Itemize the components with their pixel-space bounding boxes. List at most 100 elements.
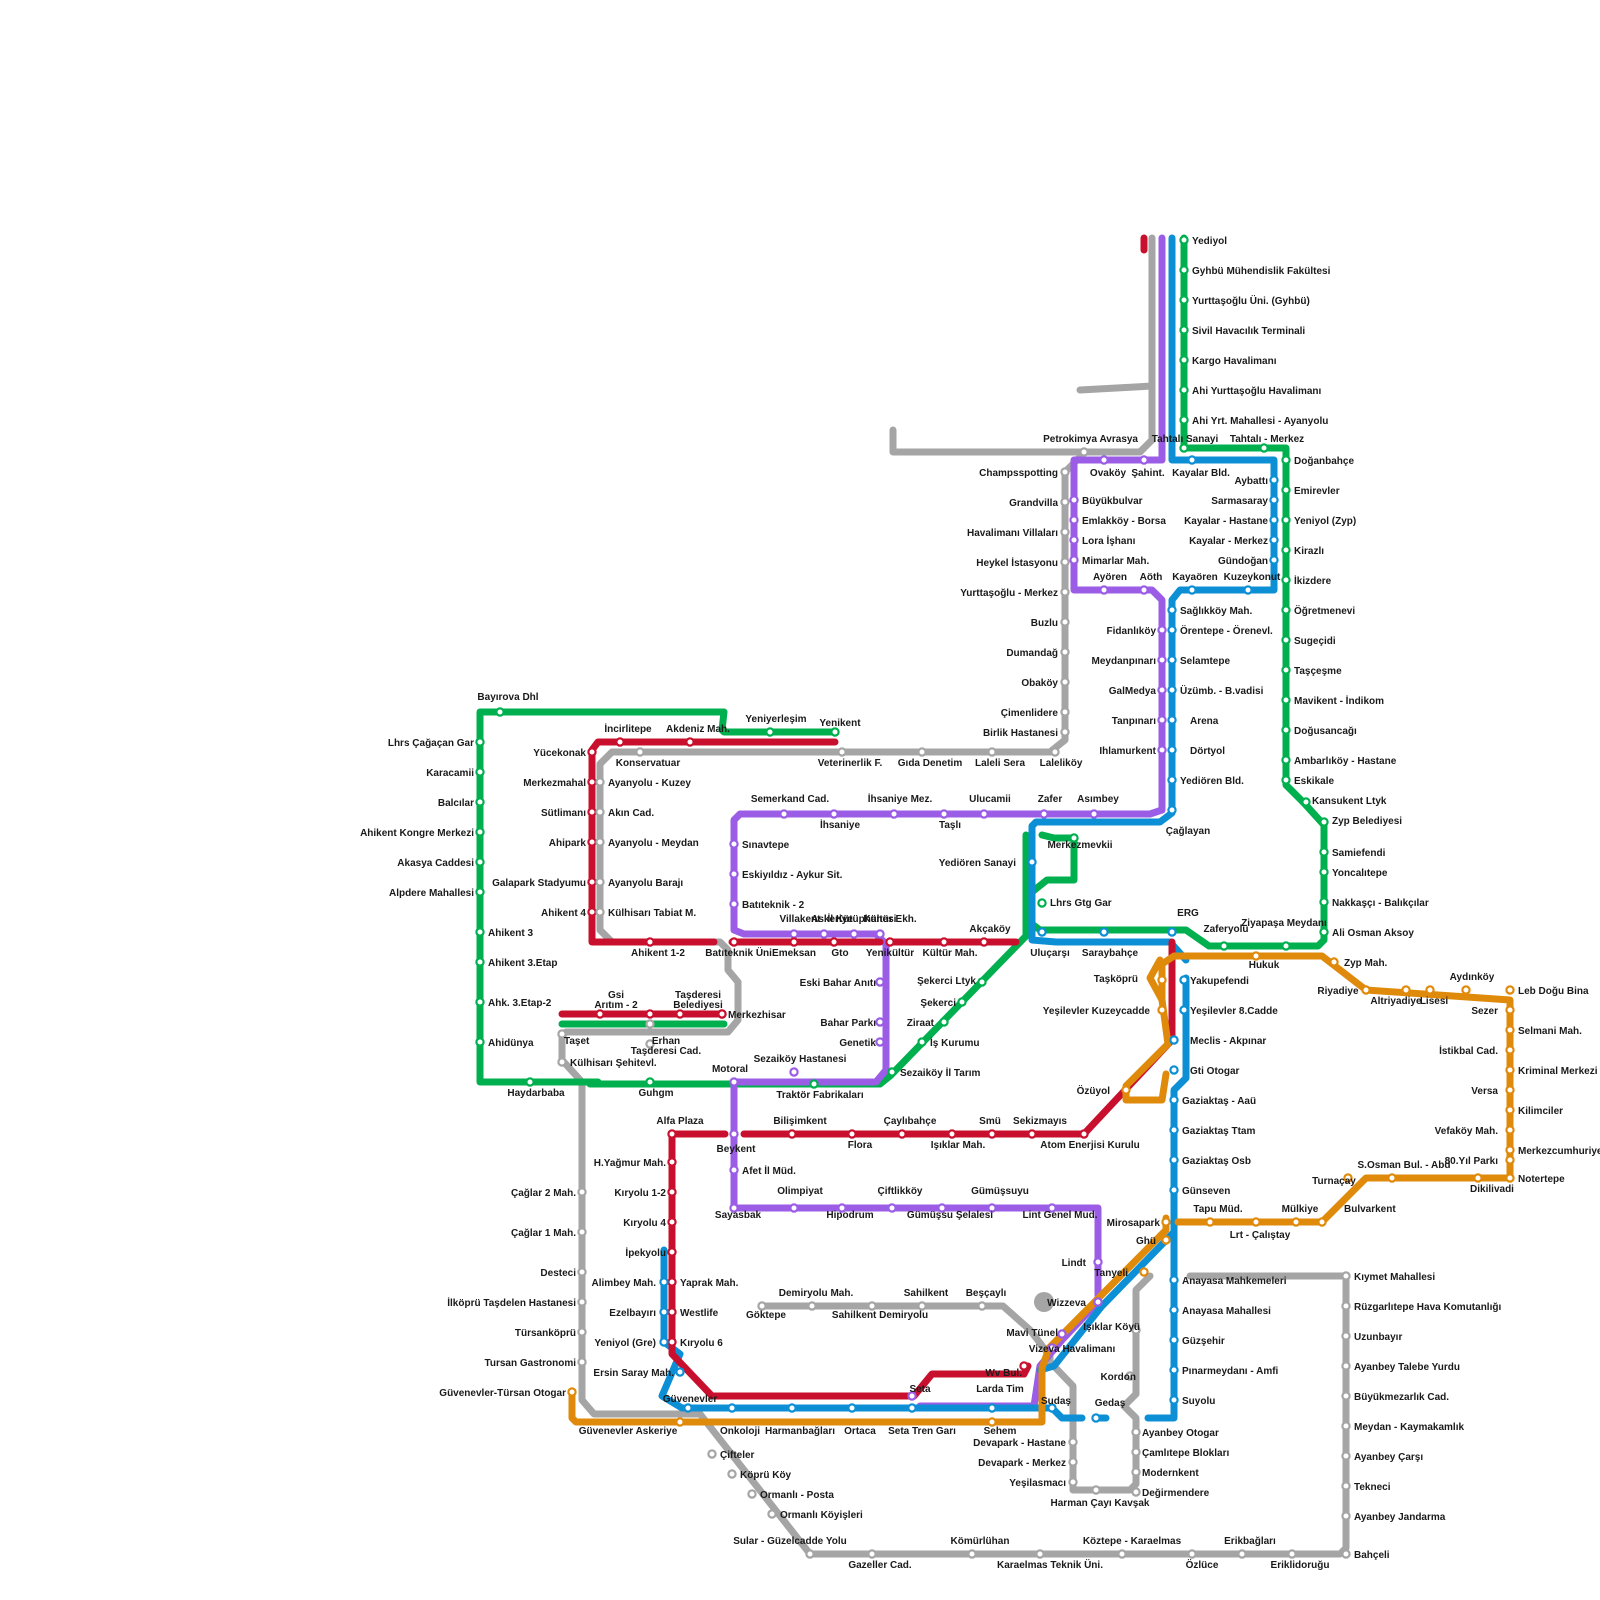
station-marker-flora[interactable] xyxy=(848,1130,855,1137)
station-marker-ayoren[interactable] xyxy=(1100,586,1107,593)
station-marker-sagl-kkoy-mah[interactable] xyxy=(1168,606,1175,613)
station-marker-laleli-sera[interactable] xyxy=(988,748,995,755)
station-marker-ziraat[interactable] xyxy=(940,1018,947,1025)
station-marker-villakent[interactable] xyxy=(790,930,797,937)
station-marker-p-narmeydan-amfi[interactable] xyxy=(1170,1366,1177,1373)
station-marker-ikizdere[interactable] xyxy=(1282,576,1289,583)
station-marker-fidanl-koy[interactable] xyxy=(1158,626,1165,633)
station-marker-selmani-mah[interactable] xyxy=(1506,1026,1513,1033)
station-marker-meclis-akp-nar[interactable] xyxy=(1170,1036,1177,1043)
station-marker-caglar-1-mah[interactable] xyxy=(578,1228,585,1235)
station-marker-sugecidi[interactable] xyxy=(1282,636,1289,643)
station-marker-cifteler[interactable] xyxy=(708,1450,715,1457)
station-marker-ulucars[interactable] xyxy=(1038,928,1045,935)
station-marker-gaziaktas-ttam[interactable] xyxy=(1170,1126,1177,1133)
station-marker-tascesme[interactable] xyxy=(1282,666,1289,673)
station-marker-degirmendere[interactable] xyxy=(1132,1488,1139,1495)
station-marker-zyp-mah[interactable] xyxy=(1330,958,1337,965)
station-marker-tasderesi[interactable] xyxy=(676,1010,683,1017)
station-marker-sekizmay-s[interactable] xyxy=(1028,1130,1035,1137)
station-marker-yenikultur[interactable] xyxy=(886,938,893,945)
station-marker-yucekonak[interactable] xyxy=(588,748,595,755)
station-marker-kulhisar-tabiat-m[interactable] xyxy=(596,908,603,915)
station-marker-beykent[interactable] xyxy=(730,1130,737,1137)
station-marker-ihsaniye[interactable] xyxy=(830,810,837,817)
station-marker-obakoy[interactable] xyxy=(1061,678,1068,685)
station-marker-ciftlikkoy[interactable] xyxy=(888,1204,895,1211)
station-marker-lora-ishan[interactable] xyxy=(1070,536,1077,543)
station-marker-ayanyolu-meydan[interactable] xyxy=(596,838,603,845)
station-marker-tursan-gastronomi[interactable] xyxy=(578,1358,585,1365)
station-marker-konservatuar[interactable] xyxy=(636,748,643,755)
station-marker-gunseven[interactable] xyxy=(1170,1186,1177,1193)
station-marker-aybatt[interactable] xyxy=(1270,476,1277,483)
station-marker-eski-bahar-an-t[interactable] xyxy=(876,978,883,985)
station-marker-bahceli[interactable] xyxy=(1342,1550,1349,1557)
station-marker-dogusancag[interactable] xyxy=(1282,726,1289,733)
station-marker-meydanp-nar[interactable] xyxy=(1158,656,1165,663)
station-marker-uzunbay-r[interactable] xyxy=(1342,1332,1349,1339)
station-marker-leb-dogu-bina[interactable] xyxy=(1506,986,1513,993)
station-marker-kuzeykonut[interactable] xyxy=(1244,586,1251,593)
station-marker-eskikale[interactable] xyxy=(1282,776,1289,783)
station-marker-gti-otogar[interactable] xyxy=(1170,1066,1177,1073)
station-marker-samiefendi[interactable] xyxy=(1320,848,1327,855)
station-marker-taskopru[interactable] xyxy=(1158,976,1165,983)
station-marker-akcakoy[interactable] xyxy=(980,938,987,945)
station-marker-ayanbey-otogar[interactable] xyxy=(1132,1428,1139,1435)
station-marker-ihlamurkent[interactable] xyxy=(1158,746,1165,753)
station-marker-lrt-cal-stay[interactable] xyxy=(1252,1218,1259,1225)
station-marker-bulvarkent[interactable] xyxy=(1318,1218,1325,1225)
station-marker-mirosapark[interactable] xyxy=(1162,1218,1169,1225)
station-marker-havaliman-villalar[interactable] xyxy=(1061,528,1068,535)
station-marker-karacamii[interactable] xyxy=(476,768,483,775)
station-marker-tekneci[interactable] xyxy=(1342,1482,1349,1489)
station-marker-yurttasoglu-uni-gyhbu[interactable] xyxy=(1180,296,1187,303)
station-marker-ozuyol[interactable] xyxy=(1122,1086,1129,1093)
station-marker-yeniyerlesim[interactable] xyxy=(766,728,773,735)
station-marker-kayalar-merkez[interactable] xyxy=(1270,536,1277,543)
station-marker-altriyadiye[interactable] xyxy=(1402,986,1409,993)
station-marker-kansukent-ltyk[interactable] xyxy=(1302,798,1309,805)
station-marker-galmedya[interactable] xyxy=(1158,686,1165,693)
station-marker-heykel-istasyonu[interactable] xyxy=(1061,558,1068,565)
station-marker-sular-guzelcadde-yolu[interactable] xyxy=(806,1550,813,1557)
station-marker-sahint[interactable] xyxy=(1140,456,1147,463)
station-marker-gedas[interactable] xyxy=(1092,1414,1099,1421)
station-marker-k-ymet-mahallesi[interactable] xyxy=(1342,1272,1349,1279)
station-marker-guvenevler[interactable] xyxy=(684,1404,691,1411)
station-marker-yesilevler-kuzeycadde[interactable] xyxy=(1158,1006,1165,1013)
station-marker-ghu[interactable] xyxy=(1162,1236,1169,1243)
station-marker-ziyapasa-meydan[interactable] xyxy=(1282,942,1289,949)
station-marker-smu[interactable] xyxy=(988,1130,995,1137)
station-marker-lisesi[interactable] xyxy=(1426,986,1433,993)
station-marker-vefakoy-mah[interactable] xyxy=(1506,1126,1513,1133)
station-marker-mulkiye[interactable] xyxy=(1292,1218,1299,1225)
station-marker-g-da-denetim[interactable] xyxy=(918,748,925,755)
station-marker-haydarbaba[interactable] xyxy=(526,1078,533,1085)
station-marker-notertepe[interactable] xyxy=(1506,1174,1513,1181)
station-marker-demiryolu-mah[interactable] xyxy=(808,1302,815,1309)
station-marker-merkezhisar[interactable] xyxy=(718,1010,725,1017)
station-marker-harman-cay-kavsak[interactable] xyxy=(1092,1486,1099,1493)
station-marker-zaferyolu[interactable] xyxy=(1220,942,1227,949)
station-marker-merkezmahal[interactable] xyxy=(588,778,595,785)
station-marker-sahilkent-demiryolu[interactable] xyxy=(868,1302,875,1309)
station-marker-ahi-yrt-mahallesi-ayanyolu[interactable] xyxy=(1180,416,1187,423)
station-marker-ortaca[interactable] xyxy=(848,1404,855,1411)
station-marker-sarmasaray[interactable] xyxy=(1270,496,1277,503)
station-marker-lhrs-cagacan-gar[interactable] xyxy=(476,738,483,745)
station-marker-onkoloji[interactable] xyxy=(728,1404,735,1411)
station-marker-yesilevler-8-cadde[interactable] xyxy=(1180,1006,1187,1013)
station-marker-champsspotting[interactable] xyxy=(1061,468,1068,475)
station-marker-ali-osman-aksoy[interactable] xyxy=(1320,928,1327,935)
station-marker-bahar-park[interactable] xyxy=(876,1018,883,1025)
station-marker-ogretmenevi[interactable] xyxy=(1282,606,1289,613)
station-marker-ahidunya[interactable] xyxy=(476,1038,483,1045)
station-marker-tanyeli[interactable] xyxy=(1140,1268,1147,1275)
station-marker-ihsaniye-mez[interactable] xyxy=(890,810,897,817)
station-marker-yoncal-tepe[interactable] xyxy=(1320,868,1327,875)
station-marker-olimpiyat[interactable] xyxy=(790,1204,797,1211)
station-marker-goktepe[interactable] xyxy=(758,1302,765,1309)
station-marker-ruzgarl-tepe-hava-komutanl-g[interactable] xyxy=(1342,1302,1349,1309)
